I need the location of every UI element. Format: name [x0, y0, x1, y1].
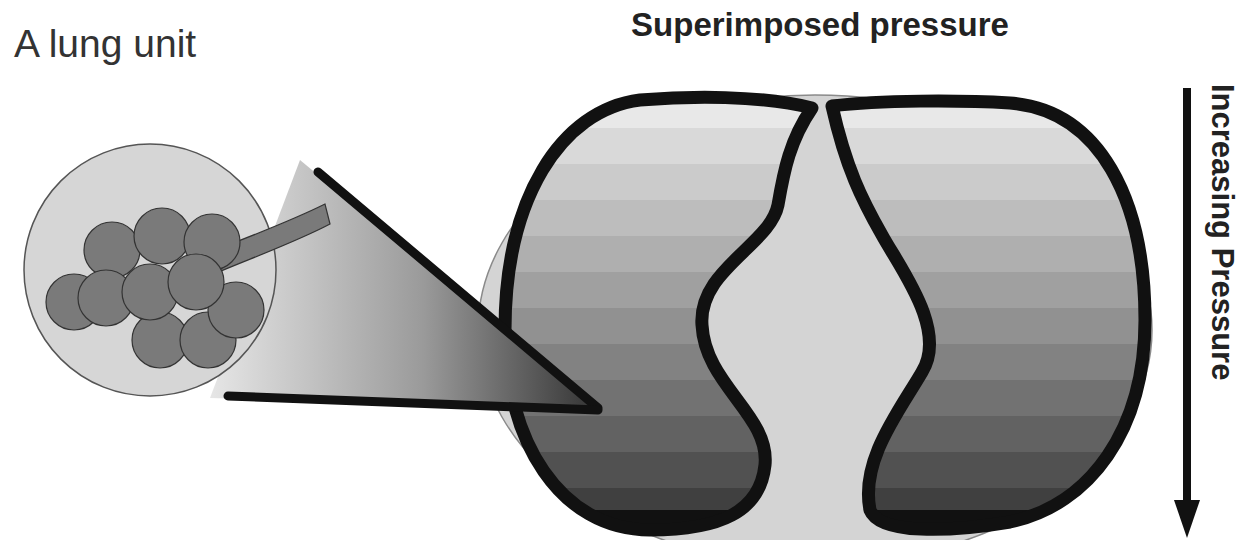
alveoli [46, 208, 264, 368]
leader-line [228, 396, 598, 410]
pressure-arrow-head [1174, 500, 1200, 538]
part-label: A lung unit [14, 22, 196, 66]
left-lung-outline [505, 97, 812, 530]
right-lung-outline [832, 101, 1145, 529]
pressure-arrow-shaft [1183, 88, 1191, 505]
pressure-bands [480, 90, 1170, 540]
axis-label: Increasing Pressure [1204, 84, 1240, 380]
diagram-title: Superimposed pressure [560, 6, 1080, 44]
magnified-circle [24, 144, 276, 396]
leader-line [318, 172, 598, 408]
